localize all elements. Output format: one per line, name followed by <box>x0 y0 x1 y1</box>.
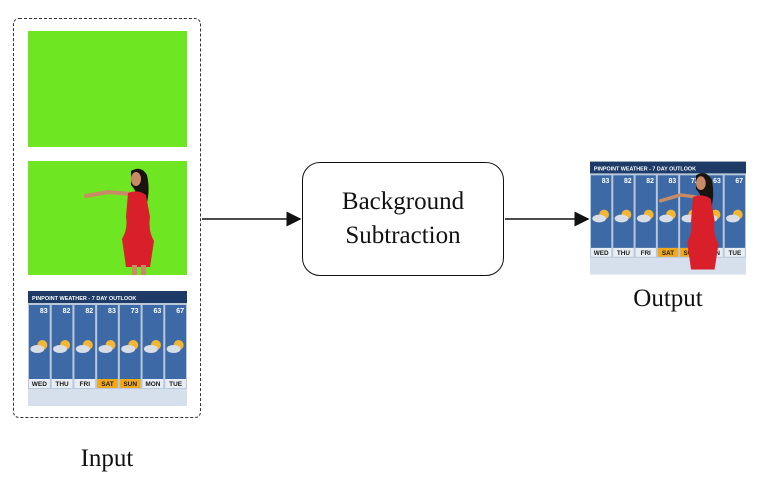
cloud-icon <box>614 214 629 223</box>
cloud-icon <box>53 345 68 353</box>
day-label: TUE <box>169 381 183 388</box>
green-screen-presenter-frame <box>28 161 187 275</box>
presenter-figure <box>84 168 154 275</box>
day-label: TUE <box>728 250 741 257</box>
day-label: SAT <box>662 250 674 257</box>
day-high-temp: 82 <box>63 308 71 315</box>
cloud-icon <box>636 214 651 223</box>
presenter-overlay <box>658 173 719 270</box>
day-high-temp: 83 <box>40 308 48 315</box>
weather-banner <box>28 291 187 303</box>
day-high-temp: 63 <box>713 178 721 185</box>
day-high-temp: 83 <box>108 308 116 315</box>
weather-banner <box>590 161 746 174</box>
weather-footer <box>590 257 746 275</box>
day-label: THU <box>55 381 69 388</box>
day-label: WED <box>594 250 609 257</box>
day-label-bg <box>29 379 50 388</box>
weather-banner-text: PINPOINT WEATHER - 7 DAY OUTLOOK <box>594 166 696 172</box>
cloud-icon <box>726 214 740 223</box>
day-high-temp: 63 <box>153 308 161 315</box>
cloud-icon <box>592 214 607 223</box>
day-label-bg <box>142 379 164 388</box>
cloud-icon <box>166 345 181 353</box>
day-label: SAT <box>101 381 114 388</box>
day-high-temp: 83 <box>669 178 677 185</box>
day-label-bg <box>724 247 746 257</box>
input-group <box>13 18 201 418</box>
day-label-bg <box>51 379 73 388</box>
weather-footer <box>28 389 187 406</box>
cloud-icon <box>121 345 136 353</box>
day-high-temp: 82 <box>624 178 632 185</box>
day-label: THU <box>617 250 630 257</box>
day-label-bg <box>74 379 96 388</box>
day-label: SUN <box>123 381 137 388</box>
process-label-line1: Background <box>341 188 465 215</box>
process-label-line2: Subtraction <box>345 222 461 249</box>
day-high-temp: 67 <box>176 308 184 315</box>
day-label-bg <box>165 379 186 388</box>
cloud-icon <box>98 345 113 353</box>
day-label-bg <box>97 379 118 388</box>
day-label-bg <box>657 247 679 257</box>
day-label-bg <box>613 247 634 257</box>
cloud-icon <box>143 345 158 353</box>
day-high-temp: 67 <box>735 178 743 185</box>
day-label: MON <box>145 381 160 388</box>
weather-banner-text: PINPOINT WEATHER - 7 DAY OUTLOOK <box>32 296 136 302</box>
cloud-icon <box>75 345 90 353</box>
day-label-bg <box>119 379 141 388</box>
day-high-temp: 82 <box>85 308 93 315</box>
day-label: WED <box>32 381 47 388</box>
background-subtraction-box: Background Subtraction <box>302 162 504 276</box>
output-caption: Output <box>633 285 703 312</box>
day-label-bg <box>590 247 612 257</box>
day-label: FRI <box>641 250 651 257</box>
day-high-temp: 83 <box>602 178 610 185</box>
cloud-icon <box>30 345 45 353</box>
input-caption: Input <box>80 445 134 472</box>
day-high-temp: 73 <box>691 178 699 185</box>
day-high-temp: 73 <box>131 308 139 315</box>
green-screen-frame <box>28 31 187 147</box>
cloud-icon <box>659 214 673 223</box>
day-high-temp: 82 <box>646 178 654 185</box>
day-label: FRI <box>80 381 91 388</box>
day-label-bg <box>635 247 656 257</box>
